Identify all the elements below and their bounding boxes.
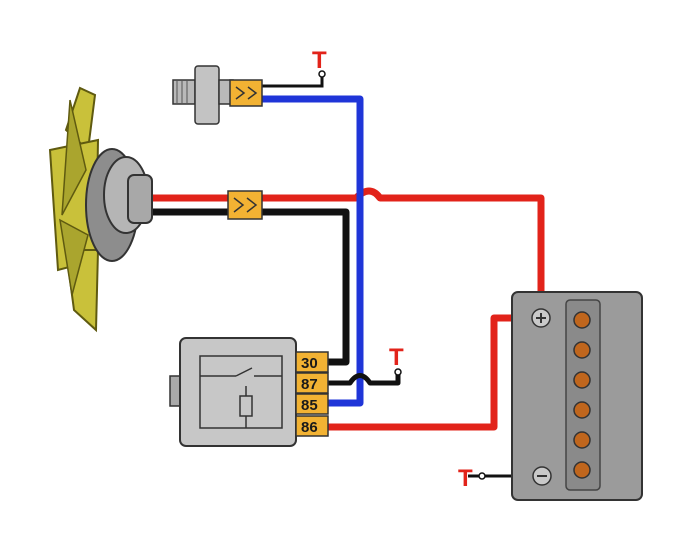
relay-pin-86-label: 86: [301, 419, 318, 436]
cooling-fan-icon: [48, 86, 153, 333]
ground-symbol-battery: T: [458, 465, 486, 492]
wire-relay87-to-ground: [324, 372, 401, 386]
ground-symbol-relay: T: [389, 344, 404, 376]
battery-icon: [511, 291, 643, 501]
ground-symbol-sensor: T: [312, 47, 327, 78]
connector-sensor: [229, 79, 263, 107]
wire-sensor-to-relay: [262, 95, 364, 407]
relay-pin-30-label: 30: [301, 355, 318, 372]
relay-pin-85: 85: [295, 393, 329, 415]
wire-sensor-ground: [262, 74, 324, 88]
ground-label-battery: T: [458, 465, 473, 492]
connector-fan: [227, 190, 263, 220]
relay-pin-30: 30: [295, 351, 329, 373]
relay-icon: [169, 337, 297, 447]
ground-label-sensor: T: [312, 47, 327, 74]
temperature-sensor-icon: [172, 65, 234, 125]
relay-pin-87: 87: [295, 372, 329, 394]
ground-label-relay: T: [389, 344, 404, 371]
relay-pin-86: 86: [295, 415, 329, 437]
relay-pin-87-label: 87: [301, 376, 318, 393]
wire-fan-to-relay: [150, 208, 350, 366]
relay-pin-85-label: 85: [301, 397, 318, 414]
battery-cell-caps: [573, 311, 591, 479]
